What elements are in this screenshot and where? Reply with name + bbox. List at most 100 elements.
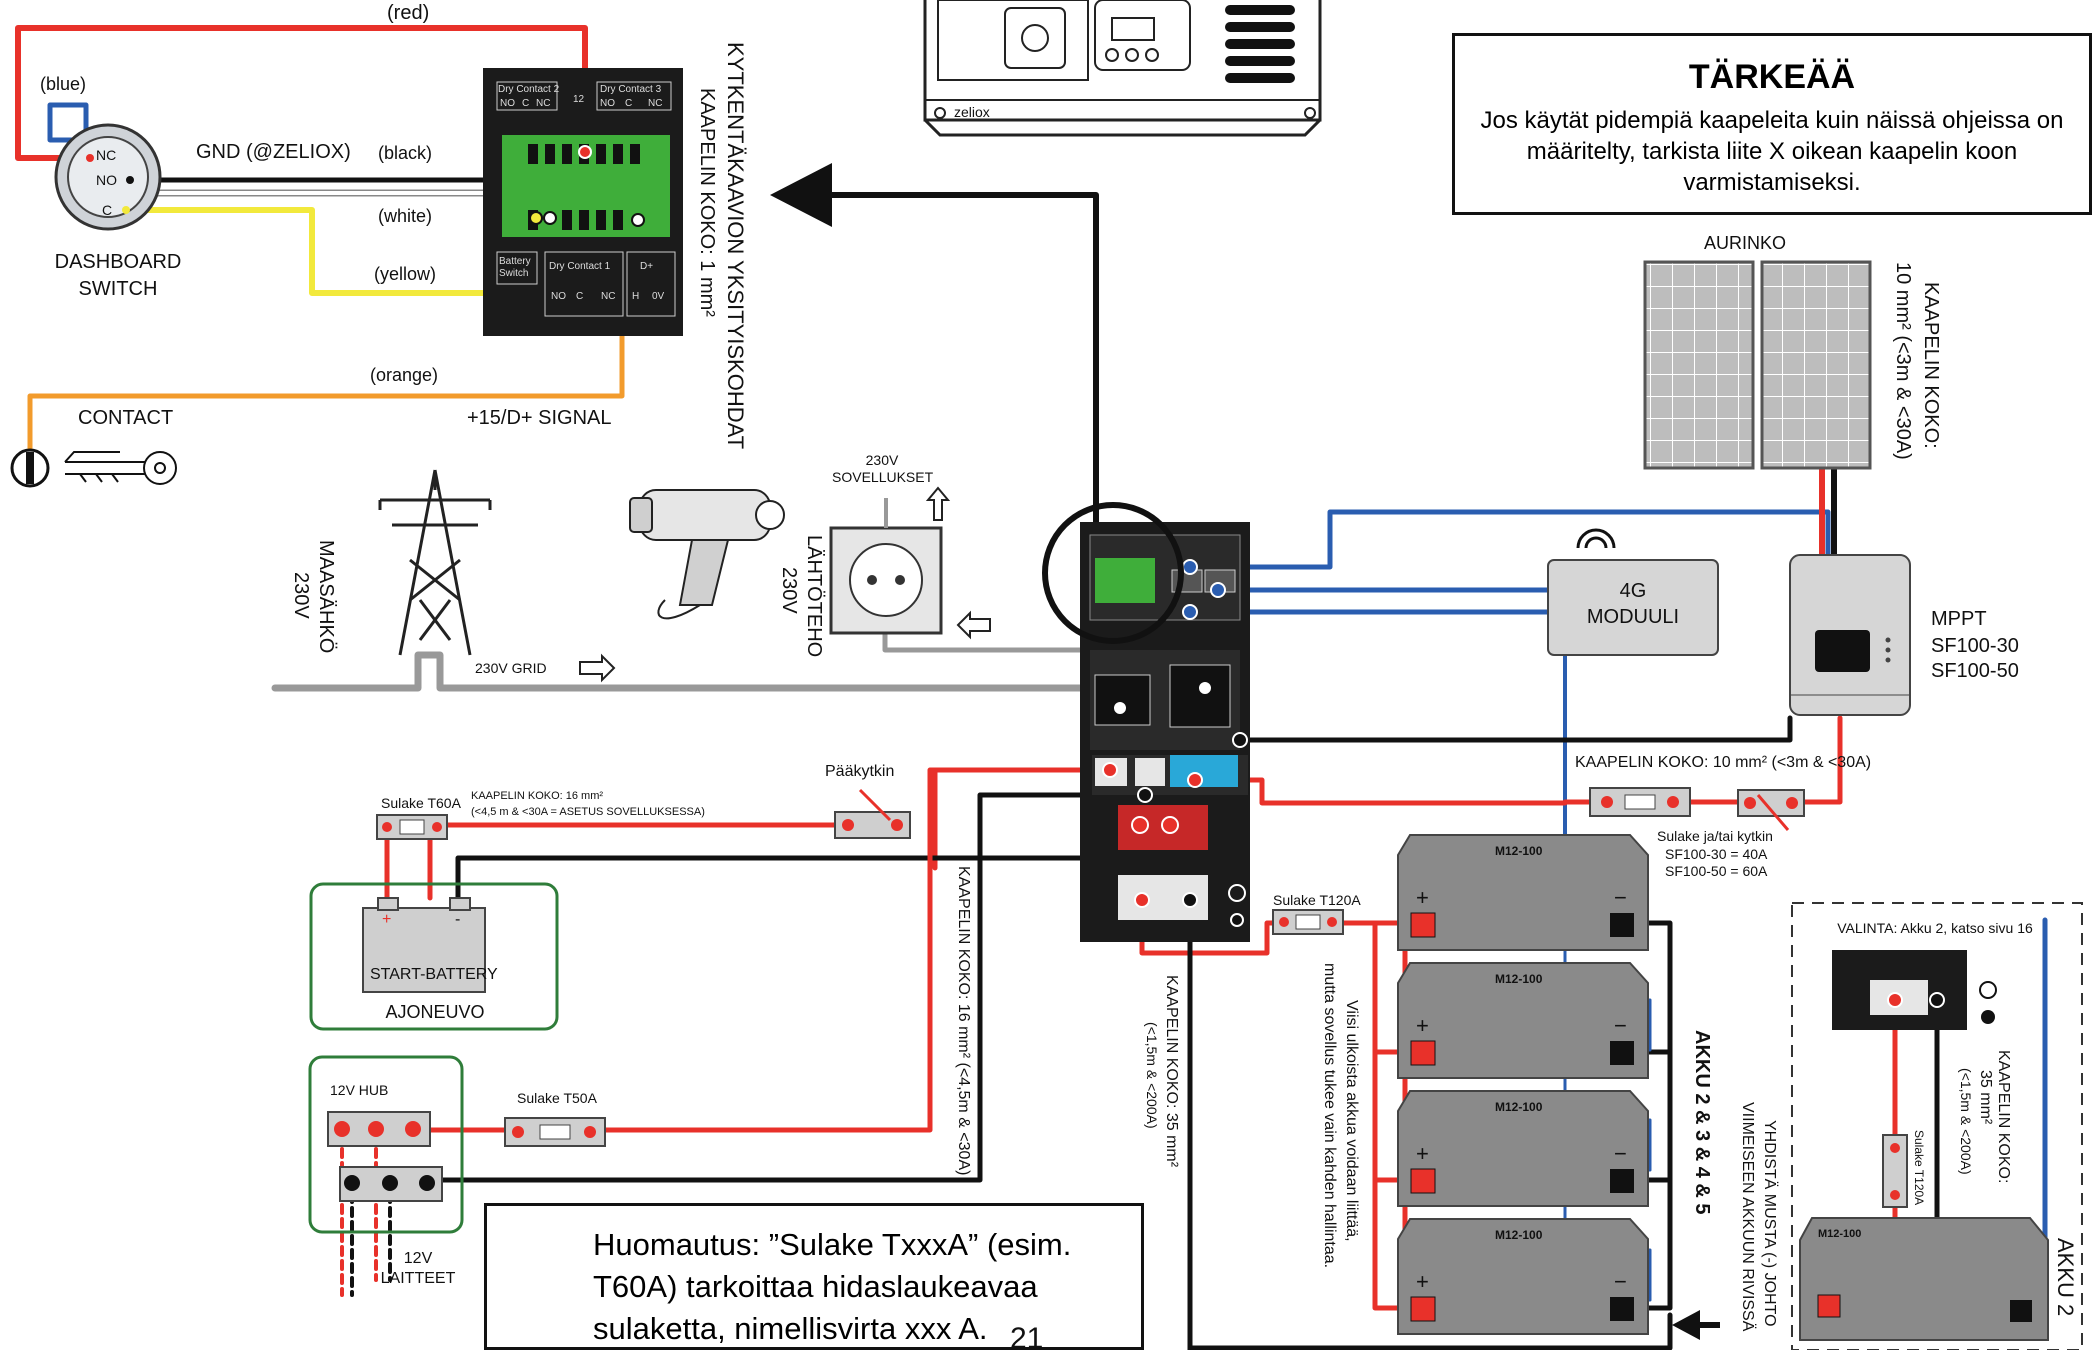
inverter-unit	[923, 0, 1322, 137]
wire-label-blue: (blue)	[40, 74, 87, 94]
option-cable-2: 35 mm²	[1977, 1070, 1994, 1125]
battery-body	[1397, 962, 1649, 1079]
battery-positive-terminal	[1410, 912, 1436, 938]
option-cable-3: (<1,5m & <200A)	[1958, 1068, 1974, 1175]
battery-model-label: M12-100	[1495, 972, 1543, 986]
mppt-model-1: SF100-30	[1931, 635, 2019, 657]
dry-contact-panel	[483, 68, 683, 336]
apps-label-1: 230V	[865, 452, 899, 468]
solar-cable-1: KAAPELIN KOKO:	[1920, 282, 1942, 449]
mppt-controller	[1789, 554, 1911, 716]
fuse-mppt	[1589, 787, 1691, 817]
dry-contact-2-pin-1: NO	[500, 98, 515, 109]
battery-stack: M12-100+−M12-100+−M12-100+−M12-100+−	[1397, 834, 1649, 1335]
option-fuse: Sulake T120A	[1912, 1130, 1926, 1206]
mppt-fuse-title: Sulake ja/tai kytkin	[1657, 828, 1773, 844]
dry-contact-3-pin-2: C	[625, 98, 633, 109]
battery-minus-sign: −	[1614, 1013, 1627, 1038]
dry-contact-2-pin-2: C	[522, 98, 530, 109]
grid-label-2: 230V	[290, 572, 312, 619]
battery-model-label: M12-100	[1495, 1228, 1543, 1242]
grid-text: 230V GRID	[475, 660, 547, 676]
start-cable-2: (<4,5 m & <30A = ASETUS SOVELLUKSESSA)	[471, 806, 705, 818]
dry-contact-3-label: Dry Contact 3	[600, 84, 662, 95]
important-note-body: Jos käytät pidempiä kaapeleita kuin näis…	[1480, 107, 2064, 197]
dashboard-switch-label-1: DASHBOARD	[54, 251, 182, 273]
mppt-fuse-1: SF100-30 = 40A	[1665, 846, 1768, 862]
wire-label-orange: (orange)	[370, 365, 439, 385]
wire-label-black: (black)	[378, 143, 433, 163]
start-battery-label: START-BATTERY	[370, 966, 498, 983]
start-cable-1: KAAPELIN KOKO: 16 mm²	[471, 790, 604, 802]
fuse-t120a	[1272, 909, 1344, 935]
grid-label-1: MAASÄHKÖ	[315, 540, 337, 654]
battery-note-1: Viisi ulkoista akkua voidaan liittää,	[1343, 1000, 1360, 1242]
arrow-to-battery-icon	[1672, 1310, 1700, 1340]
mppt-title: MPPT	[1931, 608, 1987, 630]
wire-label-white: (white)	[378, 206, 433, 226]
dry-contact-1-pin-3: NC	[601, 291, 616, 302]
battery-plus-sign: +	[1416, 1141, 1429, 1166]
devices-label-2: LAITTEET	[380, 1270, 456, 1287]
battery-body	[1397, 1218, 1649, 1335]
battery-connect-2: VIIMEISEEN AKKUUN RIVISSÄ	[1739, 1102, 1756, 1332]
fuse-t50a	[504, 1117, 606, 1147]
start-battery-plus: +	[382, 911, 392, 928]
battery-minus-sign: −	[1614, 1141, 1627, 1166]
module-4g	[1547, 528, 1719, 656]
dplus-pin-0v: 0V	[652, 291, 665, 302]
option-title: VALINTA: Akku 2, katso sivu 16	[1837, 920, 2033, 936]
battery-plus-sign: +	[1416, 1013, 1429, 1038]
module-4g-line1: 4G	[1619, 580, 1647, 602]
dashboard-switch-device	[54, 123, 162, 231]
warning-note-box: Huomautus: ”Sulake TxxxA” (esim. T60A) t…	[484, 1203, 1144, 1350]
module-4g-line2: MODUULI	[1586, 606, 1680, 628]
output-label-1: LÄHTÖTEHO	[803, 535, 825, 658]
arrow-left-hollow-icon	[956, 610, 991, 640]
key-contact	[10, 448, 177, 488]
battery-minus-sign: −	[1614, 1269, 1627, 1294]
solar-title: AURINKO	[1703, 233, 1786, 253]
battery-group-label: AKKU 2 & 3 & 4 & 5	[1691, 1030, 1713, 1215]
dry-contact-1-pin-1: NO	[551, 291, 566, 302]
warning-note-text: Huomautus: ”Sulake TxxxA” (esim. T60A) t…	[593, 1227, 1072, 1346]
dashboard-switch-label-2: SWITCH	[78, 278, 158, 300]
battery-negative-terminal	[1610, 1297, 1634, 1321]
switch-pin-c: C	[102, 202, 113, 218]
inverter-front-panel	[1080, 522, 1250, 942]
hub-group	[308, 1055, 464, 1234]
main-switch-label: Pääkytkin	[825, 763, 895, 780]
option-cable-1: KAAPELIN KOKO:	[1995, 1050, 2012, 1184]
fuse-t60a-label: Sulake T60A	[381, 795, 461, 811]
switch-mppt	[1737, 789, 1805, 831]
dry-contact-mid-label: 12	[573, 94, 585, 105]
devices-label-1: 12V	[403, 1250, 433, 1267]
battery-model-label: M12-100	[1495, 844, 1543, 858]
fuse-t120a-label: Sulake T120A	[1273, 892, 1361, 908]
switch-pin-nc: NC	[96, 147, 117, 163]
dplus-pin-h: H	[632, 291, 640, 302]
vehicle-label: AJONEUVO	[385, 1002, 485, 1022]
battery-minus-sign: −	[1614, 885, 1627, 910]
option-group	[1791, 902, 2083, 1350]
detail-magnifier	[1042, 502, 1184, 644]
inverter-terminals	[1102, 559, 1248, 908]
arrow-left-icon	[770, 163, 832, 227]
fuse-t60a	[376, 814, 448, 840]
battery-body	[1397, 1090, 1649, 1207]
option-battery-label: AKKU 2	[2053, 1238, 2078, 1317]
solar-cable-2: 10 mm² (<3m & <30A)	[1892, 262, 1914, 460]
inverter-brand: zeliox	[954, 104, 990, 120]
mppt-fuse-2: SF100-50 = 60A	[1665, 863, 1768, 879]
battery-switch-label: Battery Switch	[499, 256, 531, 279]
wire-label-yellow: (yellow)	[374, 264, 437, 284]
battery-negative-terminal	[1610, 1041, 1634, 1065]
power-pylon-icon	[378, 469, 492, 656]
battery-body	[1397, 834, 1649, 951]
battery-negative-terminal	[1610, 1169, 1634, 1193]
dry-contact-3-pin-1: NO	[600, 98, 615, 109]
detail-label-line1: KYTKENTÄKAAVION YKSITYISKOHDAT	[723, 42, 748, 450]
switch-pin-no: NO	[96, 172, 117, 188]
battery-note-2: mutta sovellus tukee vain kahden hallint…	[1321, 963, 1338, 1269]
wire-label-gnd: GND (@ZELIOX)	[196, 141, 351, 163]
